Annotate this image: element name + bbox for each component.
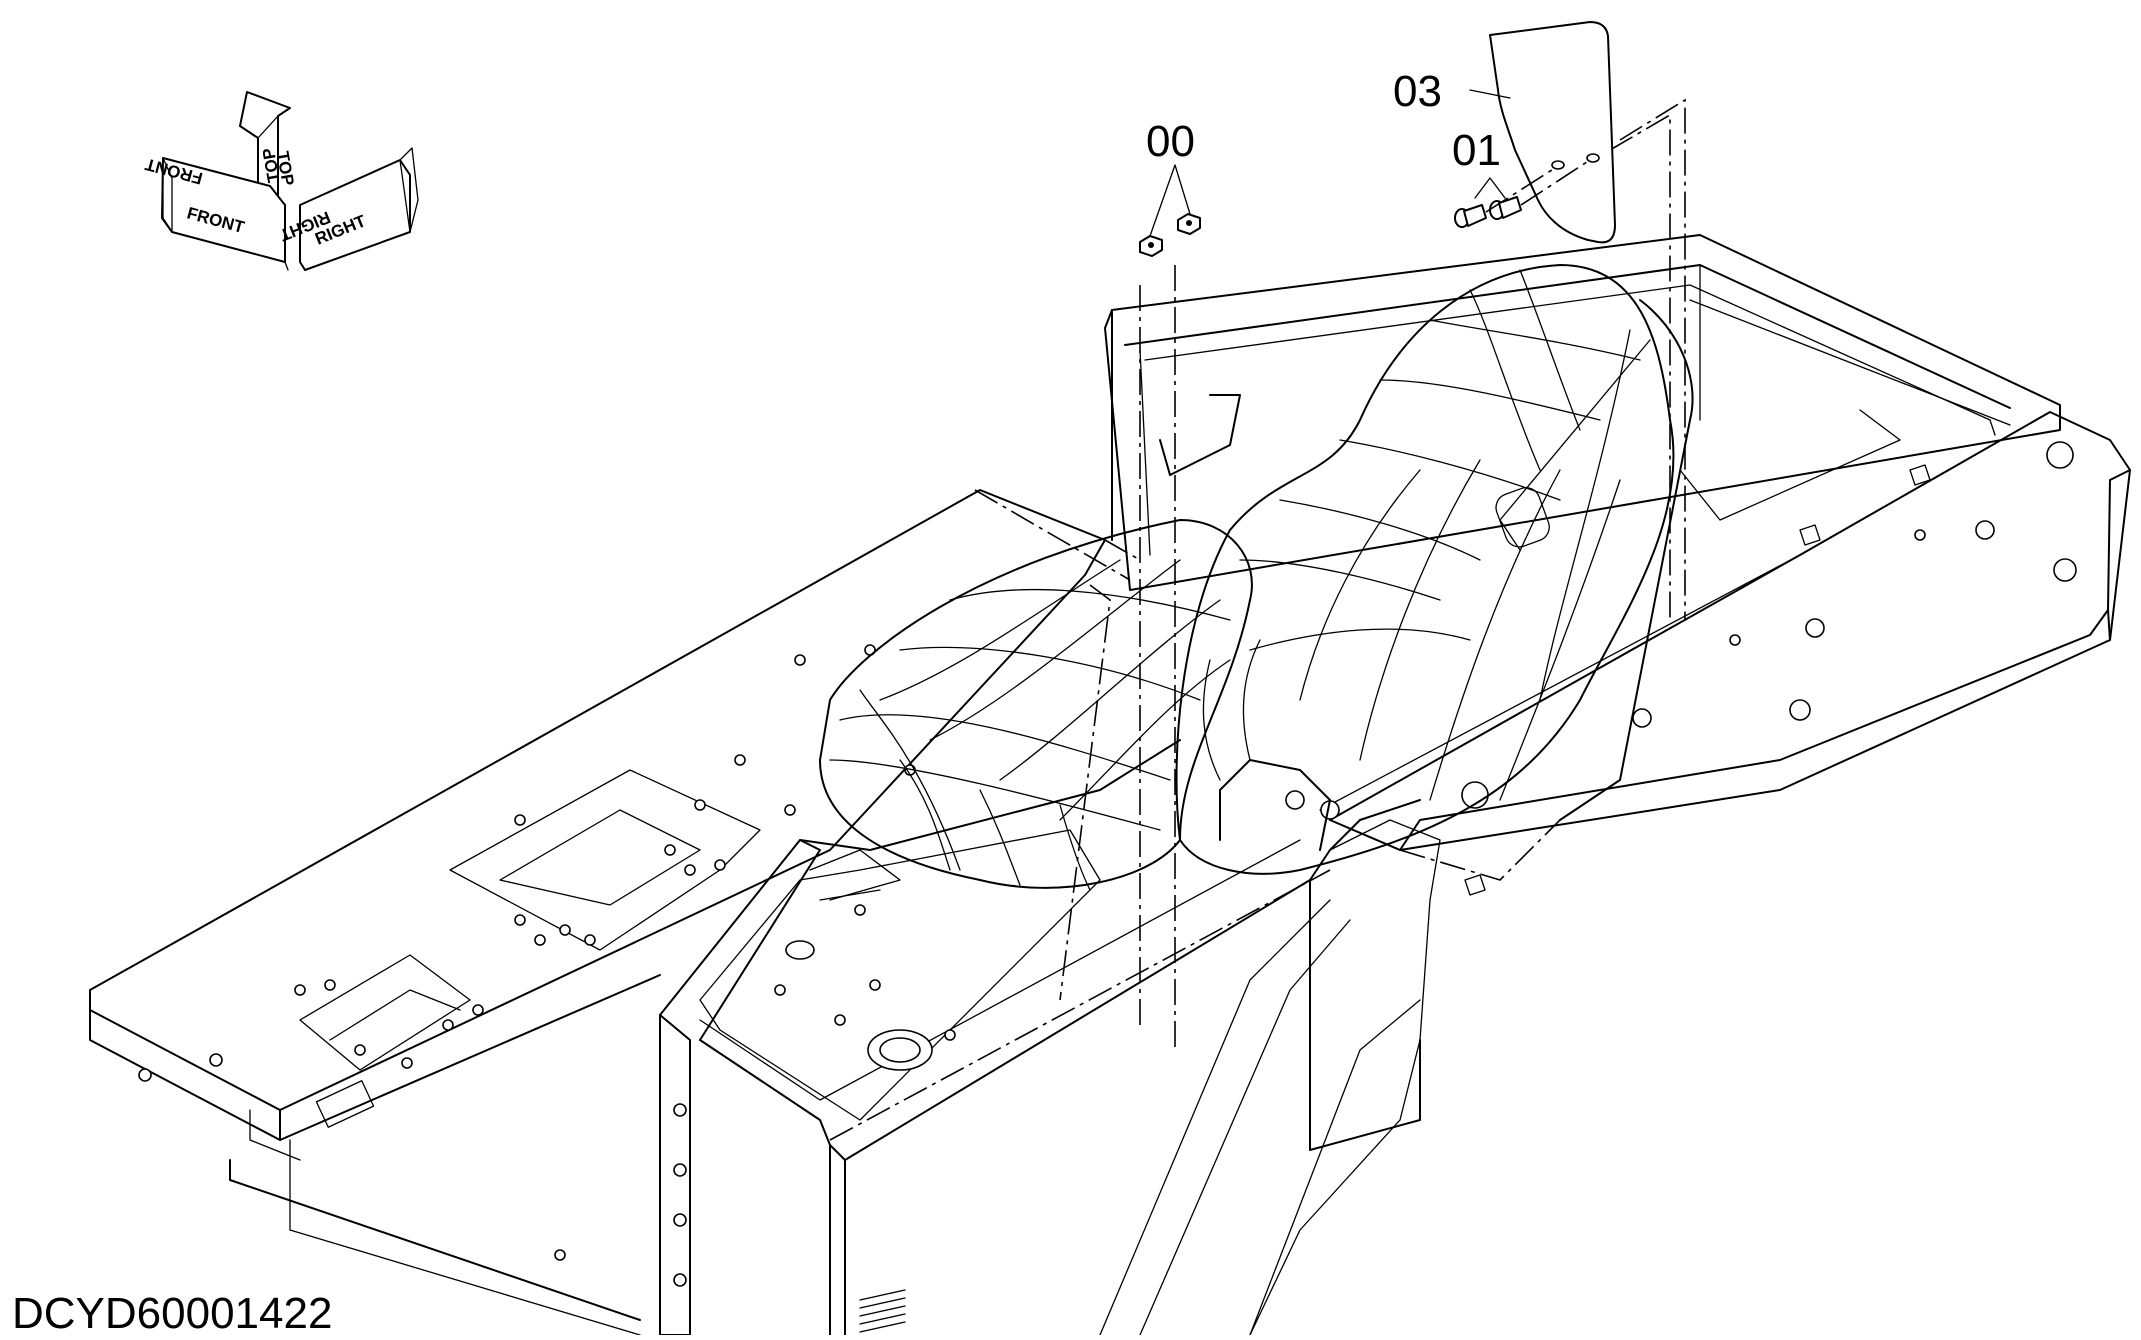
- part-01-bolts: [1454, 159, 1591, 228]
- nut: [1177, 213, 1201, 235]
- part-00-nuts: [1139, 164, 1201, 257]
- part-03-cover-plate: [1469, 21, 1616, 244]
- orientation-indicator: FRONT FRONT TOP TOP RIGHT RIGHT: [143, 91, 419, 271]
- bolt: [1489, 196, 1522, 220]
- right-side-wing: [1319, 409, 2131, 896]
- callout-03-label: 03: [1393, 67, 1442, 116]
- front-pedestal: [659, 739, 1441, 1336]
- callout-00-label: 00: [1146, 117, 1195, 166]
- bolt: [1454, 204, 1487, 228]
- vent-grille: [859, 1289, 906, 1333]
- floor-plate: [89, 489, 1106, 1336]
- assembly-leader-lines: [829, 98, 1686, 1141]
- console-frame: [1104, 234, 2061, 591]
- document-id: DCYD60001422: [12, 1289, 332, 1335]
- callout-01-label: 01: [1452, 126, 1501, 175]
- operator-seat: [819, 264, 1694, 891]
- nut: [1139, 235, 1163, 257]
